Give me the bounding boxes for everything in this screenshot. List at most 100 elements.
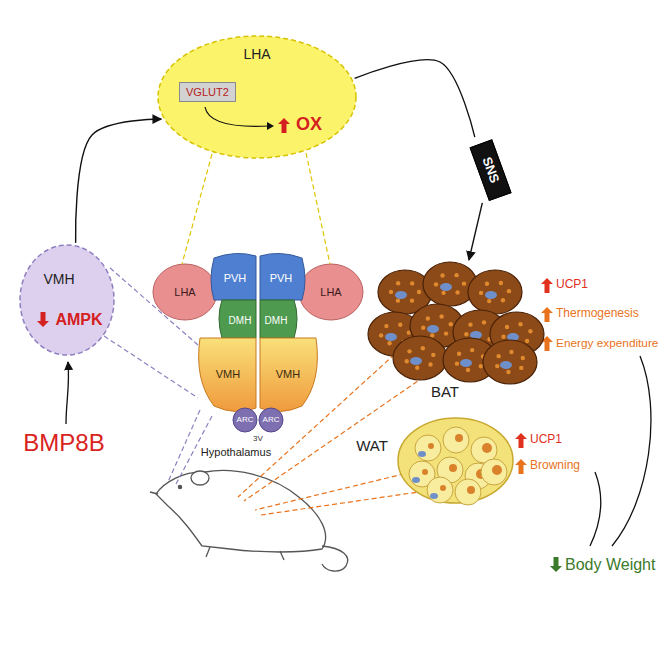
bat-tissue-shape-part (485, 282, 489, 286)
lha-region-callout-shape-part (158, 36, 356, 158)
wat-tissue-shape-part (427, 477, 453, 503)
figure-label: Hypothalamus (201, 446, 271, 458)
wat-tissue-shape-part (467, 486, 475, 494)
hypothalamus-drawing-part (259, 408, 283, 432)
bat-tissue-shape-part (426, 316, 430, 320)
region-label: VMH (216, 368, 240, 380)
bat-tissue-shape-part (528, 329, 532, 333)
bat-tissue-shape-part (396, 298, 400, 302)
node-text: LHA (243, 47, 270, 62)
arrow-symbol (541, 307, 553, 322)
wat-tissue-shape-part (412, 477, 420, 483)
bat-tissue-shape-part (468, 322, 472, 326)
bat-tissue-shape-part (462, 281, 466, 285)
bat-tissue-shape-part (470, 348, 474, 352)
gene-box: VGLUT2 (179, 82, 236, 102)
bat-tissue-shape-part (455, 361, 459, 365)
leader-lines-part (306, 153, 330, 264)
node-text: BAT (431, 384, 459, 401)
node-text: AMPK (55, 311, 102, 329)
bat-tissue-shape-part (389, 290, 393, 294)
bat-tissue-shape-part (454, 273, 458, 277)
flow-connector (76, 119, 162, 243)
leader-lines-part (182, 154, 212, 264)
bat-tissue-shape-part (393, 336, 447, 380)
hypothalamus-drawing-part (219, 300, 256, 338)
bat-tissue-shape-part (521, 356, 525, 360)
arrow-symbol (550, 557, 562, 572)
bat-tissue-shape-part (495, 364, 499, 368)
bat-tissue-shape-part (485, 291, 497, 299)
effect-label: Browning (530, 459, 580, 472)
bat-tissue-shape-part (457, 352, 461, 356)
wat-tissue-shape-part (455, 479, 481, 505)
wat-tissue-shape-part (482, 443, 492, 453)
region-label: DMH (265, 315, 288, 326)
wat-tissue: WAT (398, 418, 513, 503)
node-text: VMH (43, 272, 74, 287)
wat-tissue-shape (398, 418, 513, 503)
hypothalamus-drawing-part (199, 338, 256, 412)
bat-tissue-shape-part (466, 368, 470, 372)
lha-region-callout-shape-part (267, 122, 274, 130)
bat-tissue-shape-part (509, 350, 513, 354)
bat-tissue-shape-part (430, 333, 434, 337)
hypothalamus-drawing-part (260, 300, 297, 338)
wat-tissue-shape-part (492, 465, 502, 475)
bat-tissue-shape-part (407, 349, 411, 353)
bat-tissue-shape-part (427, 325, 439, 333)
bat-tissue-shape-part (455, 290, 459, 294)
bat-tissue-shape-part (410, 281, 414, 285)
node-text: SNS (479, 155, 502, 185)
node-text: VGLUT2 (186, 86, 229, 98)
bat-tissue-shape-part (518, 322, 522, 326)
leader-lines-part (110, 268, 198, 345)
bat-tissue-shape-part (507, 289, 511, 293)
region-label: 3V (253, 435, 263, 444)
bat-tissue: BAT (375, 262, 535, 377)
hypothalamus-drawing-part (211, 253, 256, 300)
wat-tissue-shape-part (443, 427, 469, 453)
bat-tissue-shape-part (449, 322, 453, 326)
mouse-drawing-part (156, 470, 326, 552)
bat-tissue-shape-part (440, 273, 444, 277)
bat-tissue-shape-part (387, 341, 391, 345)
region-label: ARC (237, 416, 254, 425)
bat-tissue-shape-part (395, 291, 407, 299)
region-label: VMH (276, 368, 300, 380)
flow-connector (355, 60, 475, 138)
wat-tissue-shape-part (428, 443, 434, 449)
mouse-drawing-part (322, 546, 348, 571)
bat-tissue-shape-part (396, 281, 400, 285)
wat-tissue-shape-part (430, 493, 438, 499)
region-label: PVH (270, 272, 293, 284)
wat-tissue-shape-part (422, 469, 428, 475)
bat-tissue-shape-part (444, 331, 448, 335)
bat-tissue-shape-part (479, 364, 483, 368)
bat-tissue-shape-part (483, 340, 537, 384)
node-text: WAT (356, 438, 388, 455)
mouse-drawing-part (191, 471, 209, 485)
leader-lines-part (168, 410, 200, 482)
mouse-drawing-part (150, 492, 284, 560)
bat-tissue-shape-part (434, 282, 438, 286)
bat-tissue-shape-part (385, 333, 397, 341)
bat-tissue-shape (375, 262, 535, 377)
wat-tissue-shape-part (440, 485, 446, 491)
effect-label: Thermogenesis (556, 307, 639, 320)
wat-tissue-shape-part (449, 464, 457, 472)
hypothalamus-drawing-part (233, 408, 257, 432)
bat-tissue-shape-part (405, 359, 409, 363)
bat-tissue-shape-part (421, 346, 425, 350)
bat-tissue-shape-part (468, 270, 522, 314)
region-label: ARC (263, 416, 280, 425)
arrow-symbol (541, 278, 553, 293)
region-label: PVH (224, 272, 247, 284)
flow-lines (66, 356, 651, 546)
bat-tissue-shape-part (460, 359, 472, 367)
sns-label-box: SNS (469, 139, 511, 201)
region-label: DMH (229, 315, 252, 326)
leader-lines-part (255, 470, 420, 510)
leader-lines-part (261, 490, 432, 515)
bat-tissue-shape-part (440, 283, 452, 291)
